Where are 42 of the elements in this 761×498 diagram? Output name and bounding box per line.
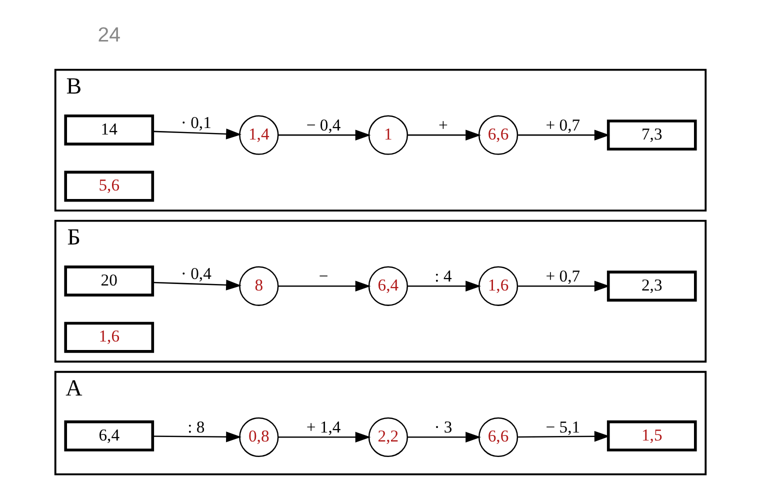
node-box: 14 bbox=[64, 114, 154, 146]
arrow bbox=[278, 432, 371, 443]
label: 24 bbox=[98, 23, 121, 46]
arrow bbox=[278, 280, 371, 292]
node-circle: 1,6 bbox=[478, 266, 518, 306]
node-circle: 0,8 bbox=[239, 417, 279, 457]
arrow bbox=[152, 128, 242, 140]
edge-label: + 1,4 bbox=[306, 418, 341, 437]
node-circle: 1,4 bbox=[239, 115, 279, 155]
edge-label: + 0,7 bbox=[546, 266, 580, 286]
arrow bbox=[518, 430, 610, 442]
arrow bbox=[152, 280, 242, 290]
edge-label: − bbox=[318, 266, 328, 286]
node-box: 1,5 bbox=[606, 420, 697, 452]
arrow bbox=[408, 280, 481, 292]
node-box: 7,3 bbox=[606, 120, 697, 151]
arrow bbox=[408, 130, 481, 140]
node-circle: 6,6 bbox=[478, 115, 518, 155]
edge-label: + 0,7 bbox=[546, 115, 580, 134]
node-circle: 2,2 bbox=[368, 417, 408, 457]
edge-label: : 8 bbox=[188, 418, 205, 437]
edge-label: · 3 bbox=[434, 418, 452, 437]
edge-label: · 0,4 bbox=[180, 264, 212, 283]
node-circle: 8 bbox=[239, 266, 279, 306]
arrow bbox=[518, 130, 610, 140]
node-box: 2,3 bbox=[606, 270, 697, 302]
arrow bbox=[152, 432, 242, 442]
edge-label: : 4 bbox=[434, 266, 452, 286]
arrow bbox=[278, 130, 371, 140]
edge-label: − 0,4 bbox=[306, 115, 341, 134]
arrow bbox=[408, 432, 481, 443]
node-box: 5,6 bbox=[64, 170, 154, 202]
node-circle: 6,6 bbox=[478, 417, 518, 457]
node-circle: 1 bbox=[368, 115, 408, 155]
node-box: 1,6 bbox=[64, 322, 154, 353]
arrow bbox=[518, 280, 610, 292]
edge-label: · 0,1 bbox=[180, 112, 212, 132]
node-box: 20 bbox=[64, 266, 154, 296]
node-circle: 6,4 bbox=[368, 266, 408, 306]
node-box: 6,4 bbox=[64, 420, 154, 452]
edge-label: − 5,1 bbox=[546, 418, 580, 437]
edge-label: + bbox=[438, 115, 448, 134]
